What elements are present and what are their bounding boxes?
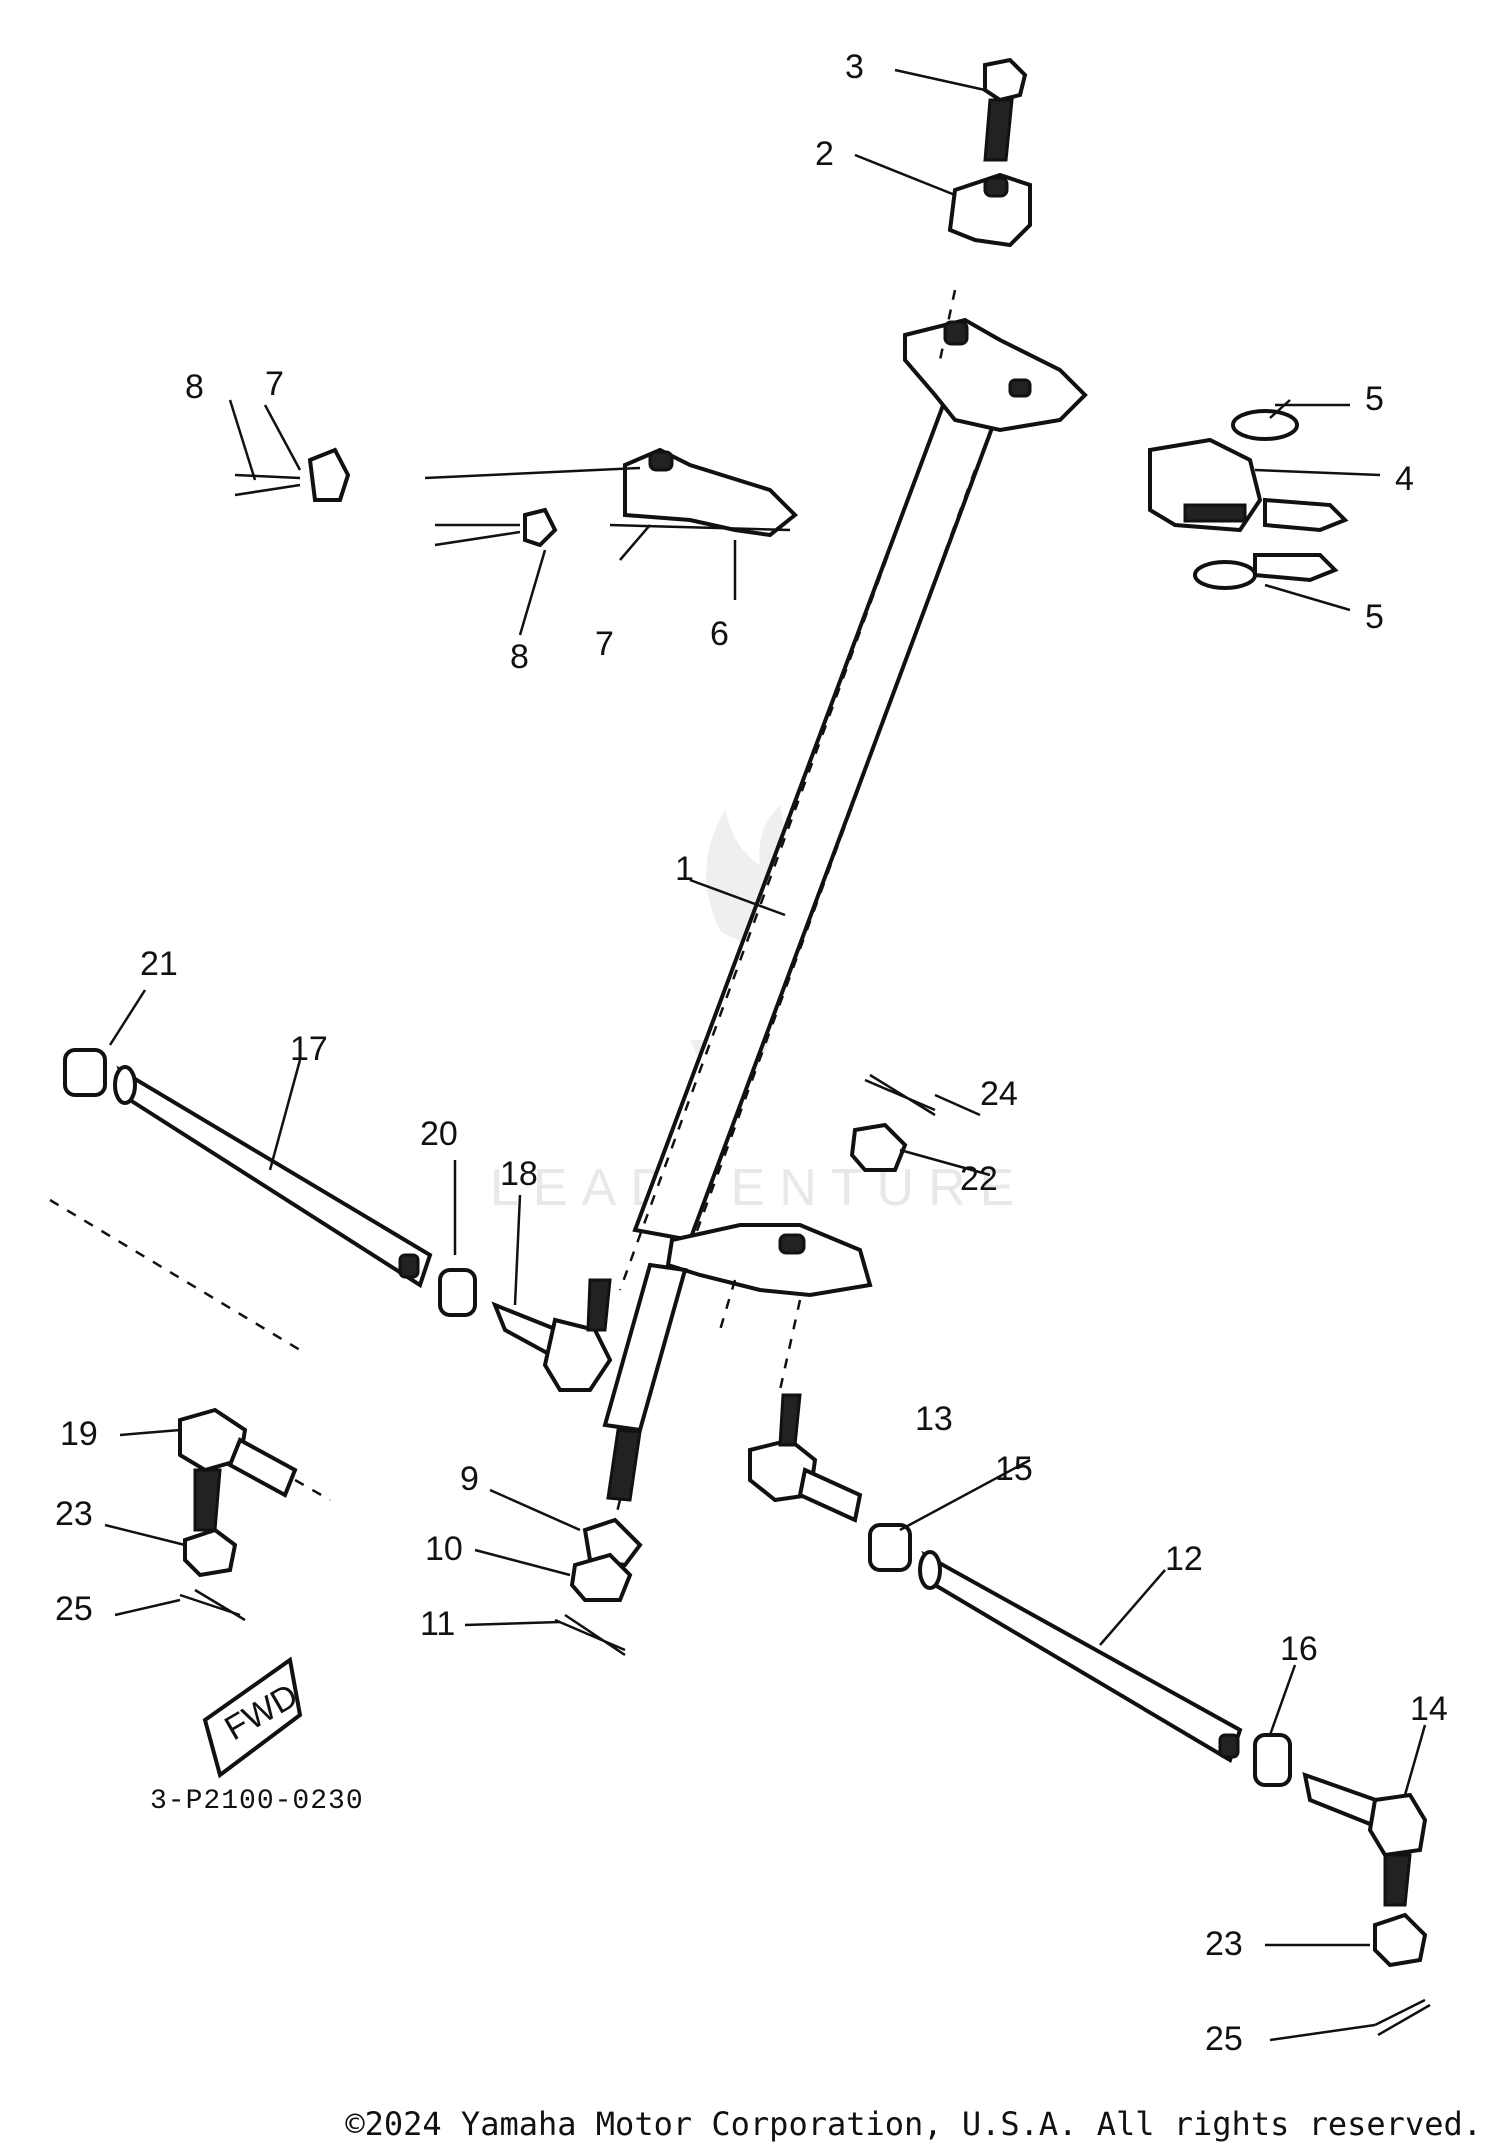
upper-clamp bbox=[947, 172, 1032, 248]
washer-lower bbox=[1193, 560, 1257, 590]
callout-12: 12 bbox=[1165, 1540, 1203, 1578]
callout-7-left: 7 bbox=[265, 365, 284, 403]
callout-5-upper: 5 bbox=[1365, 380, 1384, 418]
lock-nut-16 bbox=[1253, 1733, 1292, 1787]
nut-23-left bbox=[183, 1527, 238, 1578]
callout-22: 22 bbox=[960, 1160, 998, 1198]
callout-23-right: 23 bbox=[1205, 1925, 1243, 1963]
callout-20: 20 bbox=[420, 1115, 458, 1153]
callout-18: 18 bbox=[500, 1155, 538, 1193]
callout-6: 6 bbox=[710, 615, 729, 653]
steering-arm bbox=[623, 447, 798, 538]
bushing-center bbox=[523, 507, 558, 548]
callout-2: 2 bbox=[815, 135, 834, 173]
cotter-pin-25-right bbox=[1374, 1998, 1431, 2037]
nut-10 bbox=[569, 1552, 633, 1602]
steering-column bbox=[598, 289, 1088, 1581]
lock-nut-left bbox=[63, 1048, 107, 1097]
callout-3: 3 bbox=[845, 48, 864, 86]
bushing-left bbox=[307, 447, 351, 502]
callout-7-center: 7 bbox=[595, 625, 614, 663]
callout-14: 14 bbox=[1410, 1690, 1448, 1728]
tie-rod-end-13 bbox=[748, 1393, 863, 1523]
callout-1: 1 bbox=[675, 850, 694, 888]
callout-19: 19 bbox=[60, 1415, 98, 1453]
right-tie-rod bbox=[918, 1550, 1243, 1763]
tie-rod-end-14 bbox=[1302, 1771, 1428, 1907]
leader-lines bbox=[104, 68, 1427, 2042]
callout-numbers: 3 2 5 4 5 8 7 8 7 6 1 21 17 20 18 24 22 … bbox=[55, 48, 1448, 2058]
callout-11: 11 bbox=[420, 1605, 455, 1643]
top-bolt bbox=[983, 57, 1028, 162]
lock-nut-20 bbox=[438, 1268, 477, 1317]
callout-16: 16 bbox=[1280, 1630, 1318, 1668]
washer-upper bbox=[1231, 409, 1299, 441]
callout-23-left: 23 bbox=[55, 1495, 93, 1533]
callout-25-right: 25 bbox=[1205, 2020, 1243, 2058]
washer-9 bbox=[582, 1517, 643, 1568]
fwd-arrow-tag: FWD bbox=[202, 1656, 304, 1779]
callout-9: 9 bbox=[460, 1460, 479, 1498]
tie-rod-end-18 bbox=[491, 1278, 613, 1392]
tie-rod-end-19 bbox=[178, 1407, 331, 1532]
callout-10: 10 bbox=[425, 1530, 463, 1568]
left-tie-rod bbox=[49, 1065, 433, 1352]
nut-23-right bbox=[1373, 1912, 1428, 1968]
callout-4: 4 bbox=[1395, 460, 1414, 498]
copyright-notice: ©2024 Yamaha Motor Corporation, U.S.A. A… bbox=[345, 2105, 1482, 2143]
side-bracket bbox=[1148, 437, 1349, 583]
callout-25-left: 25 bbox=[55, 1590, 93, 1628]
clip-center bbox=[434, 523, 521, 547]
callout-5-lower: 5 bbox=[1365, 598, 1384, 636]
callout-24: 24 bbox=[980, 1075, 1018, 1113]
callout-8-center: 8 bbox=[510, 638, 529, 676]
callout-8-left: 8 bbox=[185, 368, 204, 406]
watermark-text: LEADVENTURE bbox=[490, 1159, 1028, 1217]
lock-nut-15 bbox=[868, 1523, 912, 1572]
callout-21: 21 bbox=[140, 945, 178, 983]
nut-22 bbox=[849, 1122, 908, 1172]
cotter-pin-11 bbox=[554, 1613, 626, 1657]
clip-left bbox=[234, 473, 301, 497]
callout-13: 13 bbox=[915, 1400, 953, 1438]
cotter-pin-24 bbox=[864, 1073, 936, 1117]
diagram-code: 3-P2100-0230 bbox=[150, 1786, 364, 1817]
callout-15: 15 bbox=[995, 1450, 1033, 1488]
cotter-pin-25-left bbox=[179, 1588, 246, 1622]
callout-17: 17 bbox=[290, 1030, 328, 1068]
